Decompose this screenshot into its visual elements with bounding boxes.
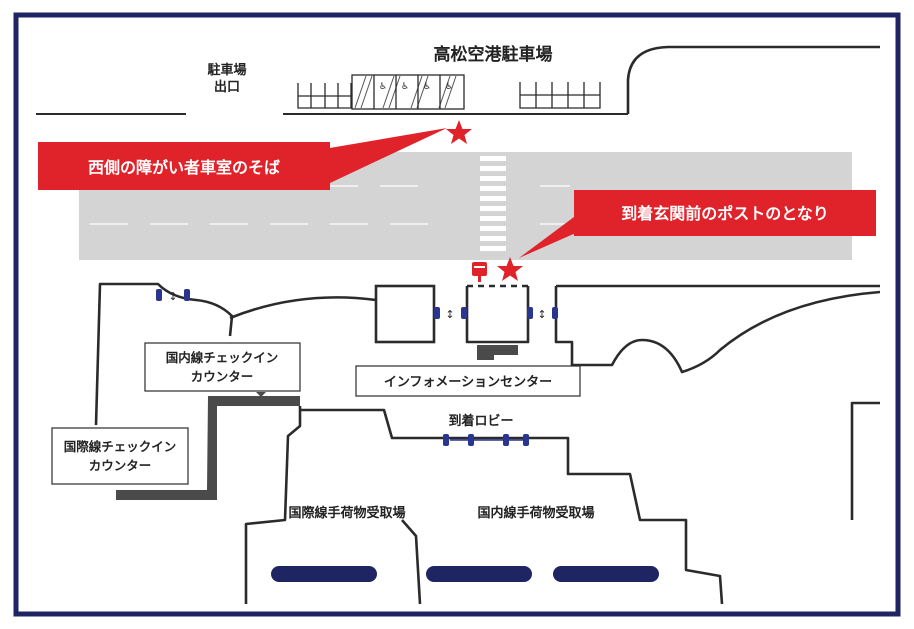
automatic-door-icon: ↕ xyxy=(156,289,190,303)
arrival-entrance-callout: 到着玄関前のポストのとなり xyxy=(519,190,876,258)
domestic-checkin-label-box xyxy=(144,342,301,392)
baggage-carousel-domestic-2 xyxy=(553,566,659,582)
arrival-lobby-label: 到着ロビー xyxy=(448,413,513,429)
international-checkin-label-2: カウンター xyxy=(89,458,152,473)
svg-text:♿: ♿ xyxy=(423,82,431,92)
terminal-wall-east xyxy=(554,286,881,374)
star-marker-icon xyxy=(497,257,523,281)
international-checkin-label: 国際線チェックイン xyxy=(64,439,177,454)
international-baggage-label: 国際線手荷物受取場 xyxy=(288,505,405,521)
svg-text:↕: ↕ xyxy=(537,308,546,321)
domestic-checkin-counter xyxy=(116,396,300,500)
information-center-label: インフォメーションセンター xyxy=(384,375,552,390)
baggage-carousel-domestic-1 xyxy=(426,566,532,582)
parking-stalls-accessible: ♿ ♿ ♿ ♿ xyxy=(351,74,465,110)
svg-text:到着玄関前のポストのとなり: 到着玄関前のポストのとなり xyxy=(621,204,829,223)
domestic-checkin-pointer xyxy=(256,392,266,397)
parking-title: 高松空港駐車場 xyxy=(434,44,553,65)
office-block-west xyxy=(374,284,436,344)
baggage-carousel-international xyxy=(271,566,377,582)
automatic-door-icon: ↕ xyxy=(527,307,558,321)
information-counter xyxy=(477,345,518,360)
terminal-wall-west xyxy=(94,282,234,426)
automatic-door-icon: ↕ xyxy=(434,307,467,321)
interior-wall-center xyxy=(300,408,724,605)
information-center-label-box xyxy=(355,365,581,397)
svg-text:↕: ↕ xyxy=(168,290,177,303)
domestic-checkin-label: 国内線チェックイン xyxy=(166,350,279,365)
terminal-wall-far-east xyxy=(850,401,880,520)
star-marker-icon xyxy=(446,120,472,144)
parking-stalls-left xyxy=(297,83,352,109)
international-checkin-label-box xyxy=(51,427,189,485)
domestic-checkin-label-2: カウンター xyxy=(191,369,254,384)
wheelchair-parking-icon: ♿ ♿ ♿ ♿ xyxy=(379,82,453,92)
svg-text:♿: ♿ xyxy=(445,82,453,92)
svg-text:♿: ♿ xyxy=(379,82,387,92)
svg-text:↕: ↕ xyxy=(445,308,454,321)
parking-exit-label: 駐車場 xyxy=(207,62,246,78)
automatic-door-icon xyxy=(443,434,529,446)
interior-wall-left xyxy=(244,406,302,604)
svg-text:♿: ♿ xyxy=(401,82,409,92)
parking-stalls-right xyxy=(519,82,601,109)
west-accessible-parking-callout: 西側の障がい者車室のそば xyxy=(38,128,447,190)
terminal-wall-north xyxy=(229,296,377,320)
parking-boundary-curve xyxy=(626,45,880,114)
domestic-baggage-label: 国内線手荷物受取場 xyxy=(477,505,594,521)
svg-text:西側の障がい者車室のそば: 西側の障がい者車室のそば xyxy=(88,158,280,177)
crosswalk xyxy=(480,156,506,251)
parking-exit-label-2: 出口 xyxy=(214,79,240,95)
mailbox-icon xyxy=(472,262,487,282)
interior-wall-bottom-left xyxy=(401,519,422,605)
